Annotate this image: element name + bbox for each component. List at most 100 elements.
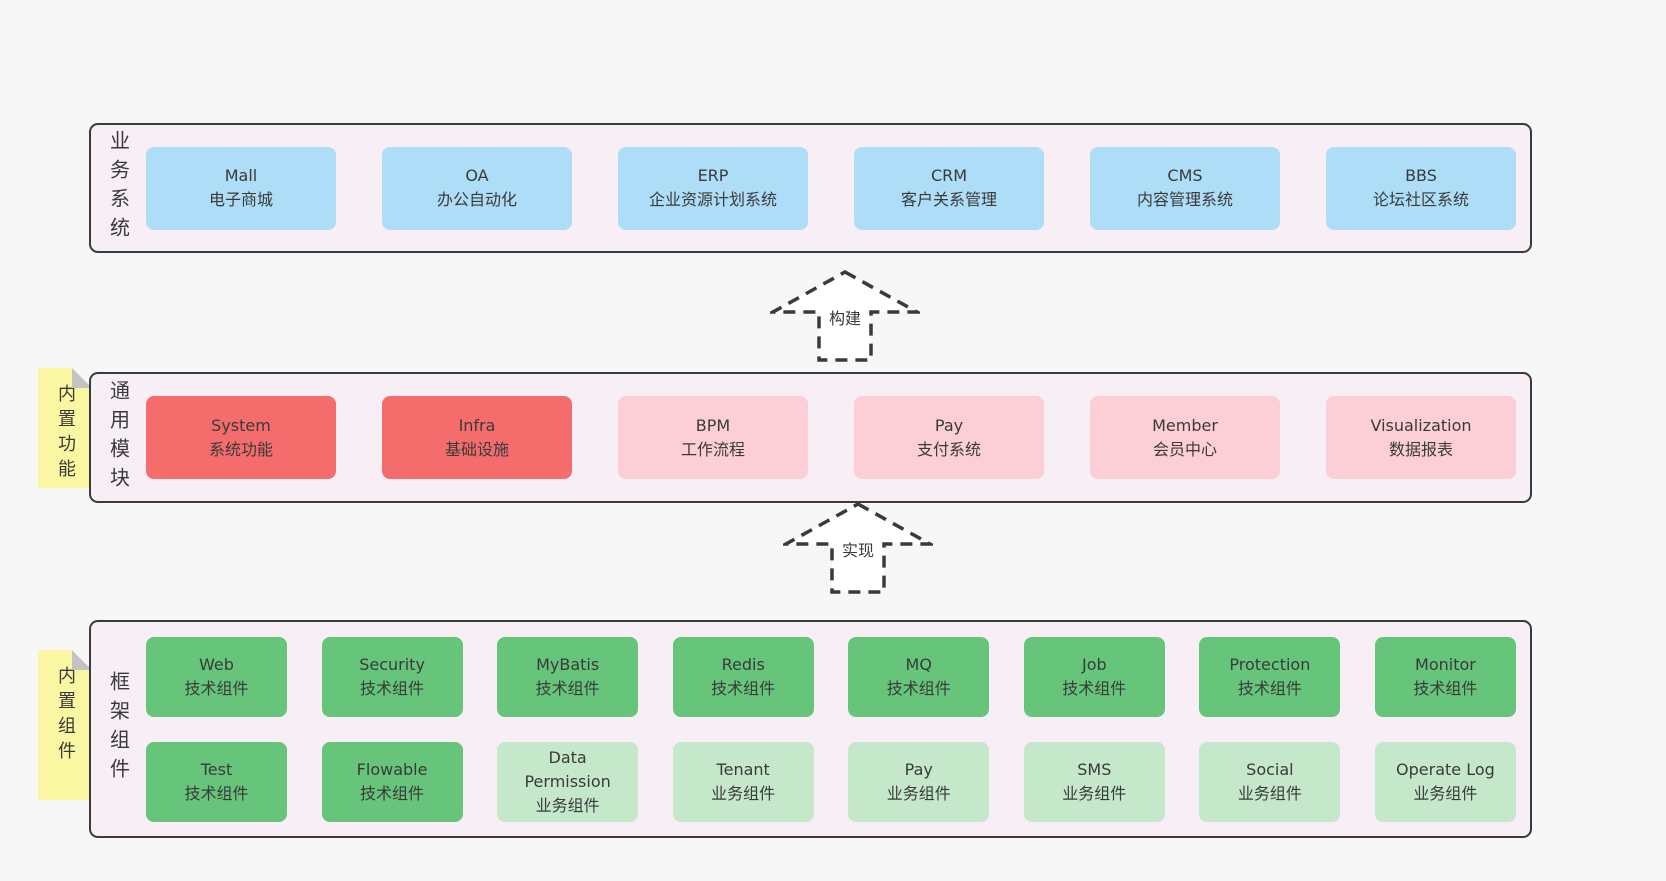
module-box-web: Web 技术组件 [146, 636, 287, 717]
module-box-subtitle: 基础设施 [444, 439, 509, 459]
module-box-job: Job 技术组件 [1023, 636, 1165, 717]
module-box-oa: OA 办公自动化 [382, 146, 572, 230]
module-box-pay: Pay 业务组件 [848, 741, 990, 822]
module-box-flowable: Flowable 技术组件 [321, 741, 463, 822]
module-box-name: Data Permission [524, 747, 611, 791]
module-box-subtitle: 办公自动化 [436, 190, 517, 209]
panel-business-systems: 业务系统 Mall 电子商城 OA 办公自动化 ERP 企业资源计划系统 CRM 客户关系管理… [89, 123, 1532, 253]
module-box-cms: CMS 内容管理系统 [1090, 146, 1280, 230]
module-box-member: Member 会员中心 [1090, 396, 1280, 479]
module-box-bpm: BPM 工作流程 [618, 396, 808, 479]
panel-side-label-text: 框架组件 [106, 671, 131, 787]
module-box-subtitle: 会员中心 [1152, 439, 1217, 459]
module-box-data-permission: Data Permission 业务组件 [497, 741, 639, 822]
module-box-subtitle: 业务组件 [1413, 783, 1478, 803]
module-box-protection: Protection 技术组件 [1199, 636, 1341, 717]
module-box-operate-log: Operate Log 业务组件 [1374, 741, 1516, 822]
module-box-name: Flowable [356, 759, 428, 779]
module-box-name: Web [199, 654, 234, 674]
module-box-name: Social [1246, 759, 1294, 779]
sticky-note-built-in-components: 内置组件 [38, 650, 92, 800]
module-box-tenant: Tenant 业务组件 [672, 741, 814, 822]
module-box-subtitle: 技术组件 [184, 783, 249, 803]
module-box-subtitle: 业务组件 [886, 783, 951, 803]
module-box-mall: Mall 电子商城 [146, 146, 336, 230]
module-box-name: Pay [904, 759, 933, 779]
module-box-social: Social 业务组件 [1199, 741, 1341, 822]
module-box-security: Security 技术组件 [321, 636, 463, 717]
module-box-name: Security [359, 654, 425, 674]
module-box-name: Tenant [716, 759, 770, 779]
module-box-name: Member [1152, 415, 1218, 435]
module-box-system: System 系统功能 [146, 396, 336, 479]
module-box-subtitle: 技术组件 [360, 678, 425, 698]
module-box-subtitle: 业务组件 [1062, 783, 1127, 803]
module-box-name: ERP [697, 166, 729, 185]
module-box-subtitle: 工作流程 [680, 439, 745, 459]
dashed-up-arrow-build: 构建 [770, 268, 920, 364]
module-box-name: Pay [934, 415, 964, 435]
module-box-subtitle: 电子商城 [208, 190, 273, 209]
arrow-label: 实现 [836, 536, 880, 562]
panel-side-label-text: 通用模块 [106, 379, 131, 496]
module-box-name: Infra [458, 415, 496, 435]
module-box-subtitle: 企业资源计划系统 [648, 190, 777, 209]
module-box-name: MQ [905, 654, 932, 674]
module-box-redis: Redis 技术组件 [672, 636, 814, 717]
module-box-subtitle: 数据报表 [1388, 439, 1453, 459]
module-box-name: SMS [1077, 759, 1112, 779]
module-box-subtitle: 业务组件 [535, 795, 600, 815]
arrow-label: 构建 [823, 304, 867, 330]
module-box-mybatis: MyBatis 技术组件 [497, 636, 639, 717]
module-box-name: BPM [695, 415, 731, 435]
panel-side-label: 通用模块 [91, 374, 146, 501]
module-box-crm: CRM 客户关系管理 [854, 146, 1044, 230]
module-box-subtitle: 业务组件 [711, 783, 776, 803]
panel-box-rows: Mall 电子商城 OA 办公自动化 ERP 企业资源计划系统 CRM 客户关系管理 CMS 内容… [146, 125, 1530, 251]
module-box-name: Visualization [1370, 415, 1472, 435]
sticky-note-label: 内置组件 [55, 666, 76, 766]
module-box-subtitle: 客户关系管理 [900, 190, 997, 209]
module-box-name: Job [1081, 654, 1107, 674]
module-box-name: MyBatis [536, 654, 600, 674]
module-box-sms: SMS 业务组件 [1023, 741, 1165, 822]
module-box-name: Mall [224, 166, 258, 185]
module-box-name: OA [465, 166, 489, 185]
module-box-name: System [211, 415, 271, 435]
module-box-subtitle: 技术组件 [184, 678, 249, 698]
module-box-subtitle: 技术组件 [360, 783, 425, 803]
module-box-name: Operate Log [1396, 759, 1495, 779]
module-box-subtitle: 系统功能 [208, 439, 273, 459]
module-box-subtitle: 技术组件 [711, 678, 776, 698]
panel-side-label-text: 业务系统 [106, 130, 131, 246]
module-box-name: CMS [1167, 166, 1203, 185]
module-box-name: BBS [1405, 166, 1437, 185]
module-box-subtitle: 技术组件 [535, 678, 600, 698]
module-box-name: CRM [930, 166, 968, 185]
module-box-name: Protection [1229, 654, 1311, 674]
module-box-subtitle: 业务组件 [1237, 783, 1302, 803]
sticky-note-label: 内置功能 [55, 384, 76, 484]
dashed-up-arrow-implement: 实现 [783, 500, 933, 596]
module-box-subtitle: 技术组件 [1062, 678, 1127, 698]
module-box-monitor: Monitor 技术组件 [1374, 636, 1516, 717]
module-box-infra: Infra 基础设施 [382, 396, 572, 479]
module-box-subtitle: 技术组件 [1237, 678, 1302, 698]
module-box-subtitle: 技术组件 [1413, 678, 1478, 698]
panel-side-label: 业务系统 [91, 125, 146, 251]
module-box-name: Redis [721, 654, 765, 674]
module-box-name: Monitor [1415, 654, 1476, 674]
module-box-subtitle: 内容管理系统 [1136, 190, 1233, 209]
